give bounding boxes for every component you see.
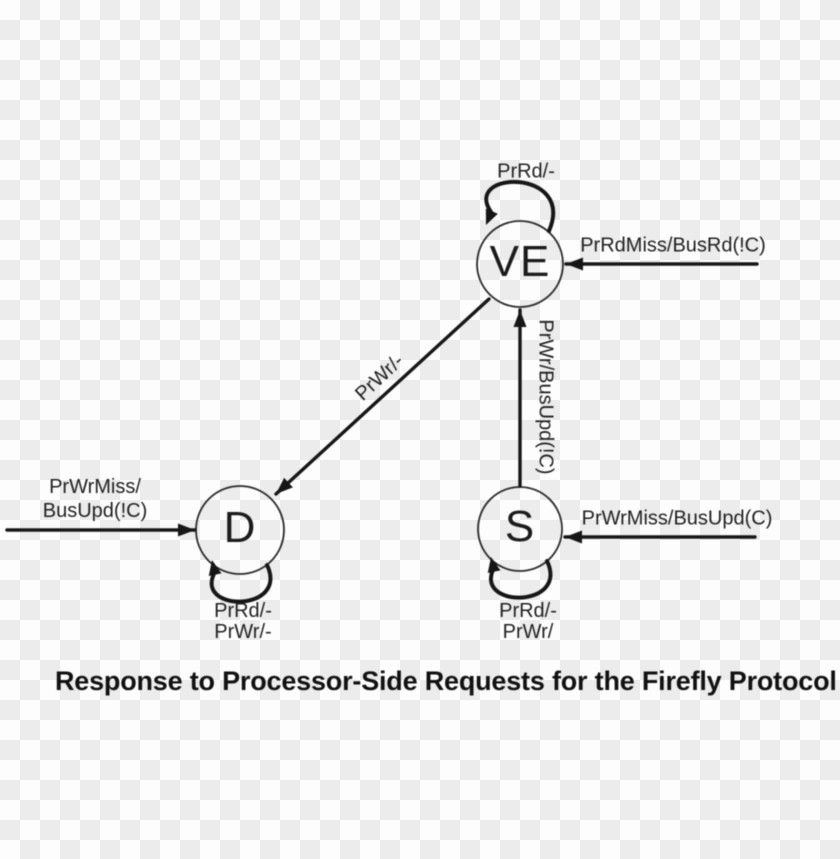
label-into-d-from-left-line1: PrWrMiss/: [49, 476, 141, 498]
state-s-label: S: [504, 502, 536, 551]
state-ve-circle: [476, 220, 564, 308]
arrow-ve-to-d: [274, 297, 491, 496]
label-s-self-loop: PrRd/- PrWr/: [499, 601, 557, 643]
label-into-d-from-left-line2: BusUpd(!C): [42, 500, 148, 522]
label-into-s-from-right: PrWrMiss/BusUpd(C): [581, 507, 773, 530]
diagram-title: Response to Processor-Side Requests for …: [55, 666, 837, 696]
label-d-self-loop-line2: PrWr/-: [214, 621, 272, 643]
d-self-loop-arrowhead: [208, 560, 222, 577]
ve-self-loop-arrowhead: [485, 208, 498, 225]
state-ve-label: VE: [489, 237, 551, 286]
d-self-loop: [209, 563, 273, 604]
label-into-ve-from-right: PrRdMiss/BusRd(!C): [580, 234, 766, 257]
s-self-loop-arrowhead: [487, 557, 501, 574]
label-ve-self-loop: PrRd/-: [497, 160, 555, 183]
s-self-loop: [489, 559, 553, 600]
label-d-self-loop: PrRd/- PrWr/-: [214, 601, 272, 643]
label-s-to-ve: PrWr/BusUpd(!C): [534, 319, 557, 475]
label-into-d-from-left: PrWrMiss/ BusUpd(!C): [43, 475, 147, 523]
label-s-self-loop-line2: PrWr/: [502, 621, 554, 643]
label-d-self-loop-line1: PrRd/-: [214, 600, 272, 622]
ve-self-loop: [484, 179, 556, 233]
label-s-self-loop-line1: PrRd/-: [499, 600, 557, 622]
state-d-label: D: [223, 503, 257, 552]
